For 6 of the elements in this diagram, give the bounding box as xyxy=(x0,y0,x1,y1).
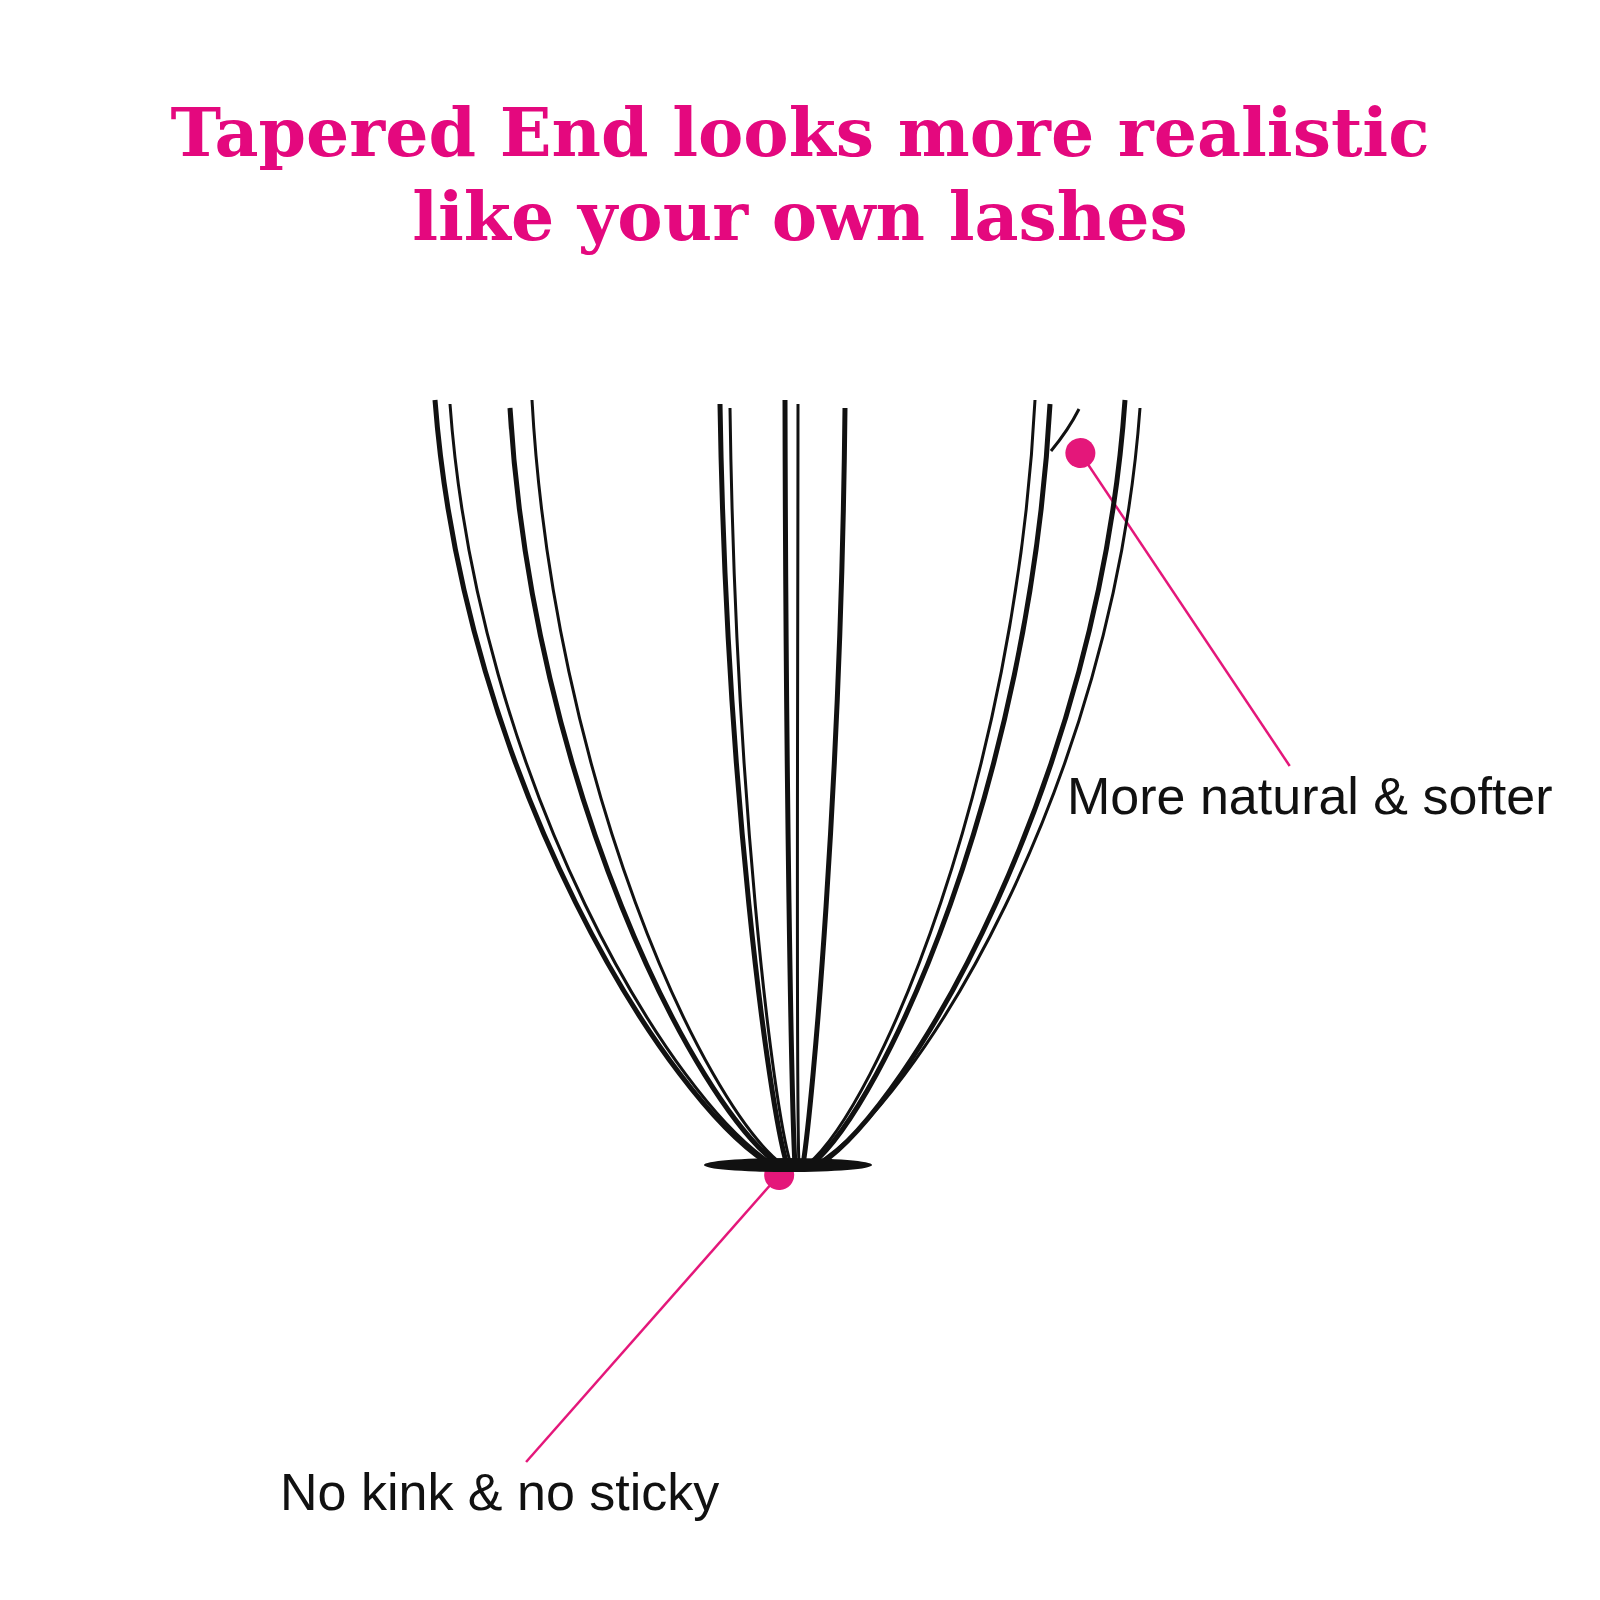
callout-text: More natural & softer xyxy=(1067,766,1553,826)
heading: Tapered End looks more realistic like your own lashes xyxy=(169,91,1431,258)
lash-tip xyxy=(1048,407,1082,453)
lash-base xyxy=(703,1155,873,1175)
callout-text: No kink & no sticky xyxy=(280,1462,720,1522)
leader-line xyxy=(1065,438,1291,767)
